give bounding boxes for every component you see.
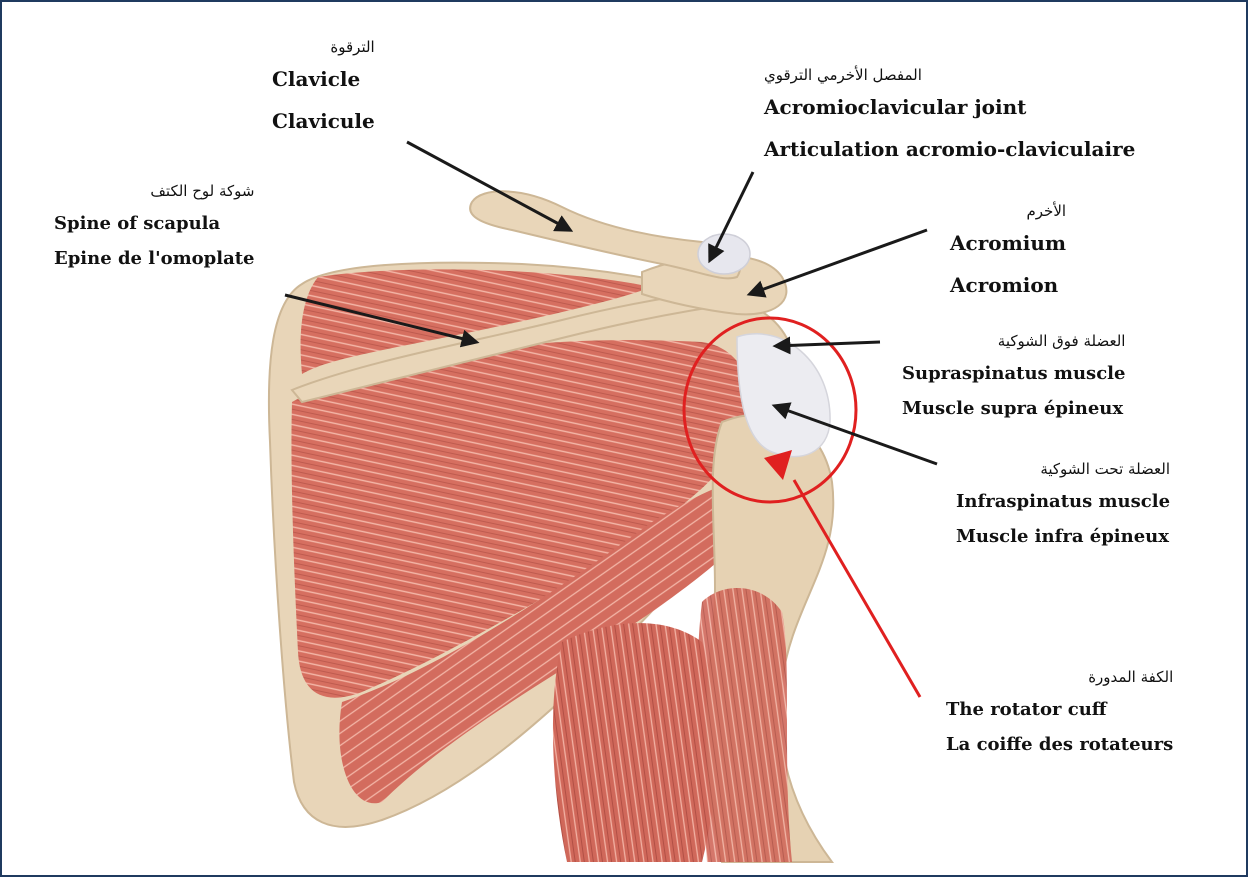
infraspinatus-fr: Muscle infra épineux bbox=[956, 528, 1170, 546]
clavicle-en: Clavicle bbox=[272, 69, 375, 89]
label-spine: شوكة لوح الكتف Spine of scapula Epine de… bbox=[54, 184, 255, 268]
spine-en: Spine of scapula bbox=[54, 215, 255, 233]
rotator-cuff-ar: الكفة المدورة bbox=[946, 670, 1173, 685]
rotator-cuff-en: The rotator cuff bbox=[946, 701, 1173, 719]
supraspinatus-en: Supraspinatus muscle bbox=[902, 365, 1125, 383]
supraspinatus-fr: Muscle supra épineux bbox=[902, 400, 1125, 418]
label-rotator-cuff: الكفة المدورة The rotator cuff La coiffe… bbox=[946, 670, 1173, 754]
ac-joint-en: Acromioclavicular joint bbox=[764, 97, 1135, 117]
acromium-ar: الأخرم bbox=[950, 204, 1066, 219]
acromium-en: Acromium bbox=[950, 233, 1066, 253]
label-infraspinatus: العضلة تحت الشوكية Infraspinatus muscle … bbox=[956, 462, 1170, 546]
spine-fr: Epine de l'omoplate bbox=[54, 250, 255, 268]
label-ac-joint: المفصل الأخرمي الترقوي Acromioclavicular… bbox=[764, 68, 1135, 159]
rotator-cuff-arrow-line bbox=[794, 480, 920, 697]
acromium-arrow bbox=[750, 230, 927, 294]
rotator-cuff-fr: La coiffe des rotateurs bbox=[946, 736, 1173, 754]
triceps-muscle bbox=[553, 623, 717, 862]
supraspinatus-arrow bbox=[776, 342, 880, 346]
clavicle-fr: Clavicule bbox=[272, 111, 375, 131]
label-acromium: الأخرم Acromium Acromion bbox=[950, 204, 1066, 295]
ac-joint-ar: المفصل الأخرمي الترقوي bbox=[764, 68, 1135, 83]
infraspinatus-ar: العضلة تحت الشوكية bbox=[956, 462, 1170, 477]
clavicle-ar: الترقوة bbox=[272, 40, 375, 55]
spine-ar: شوكة لوح الكتف bbox=[54, 184, 255, 199]
label-clavicle: الترقوة Clavicle Clavicule bbox=[272, 40, 375, 131]
supraspinatus-ar: العضلة فوق الشوكية bbox=[902, 334, 1125, 349]
biceps-tendon bbox=[698, 588, 792, 862]
ac-joint-capsule bbox=[698, 234, 750, 274]
infraspinatus-en: Infraspinatus muscle bbox=[956, 493, 1170, 511]
label-supraspinatus: العضلة فوق الشوكية Supraspinatus muscle … bbox=[902, 334, 1125, 418]
ac-joint-fr: Articulation acromio-claviculaire bbox=[764, 139, 1135, 159]
acromium-fr: Acromion bbox=[950, 275, 1066, 295]
